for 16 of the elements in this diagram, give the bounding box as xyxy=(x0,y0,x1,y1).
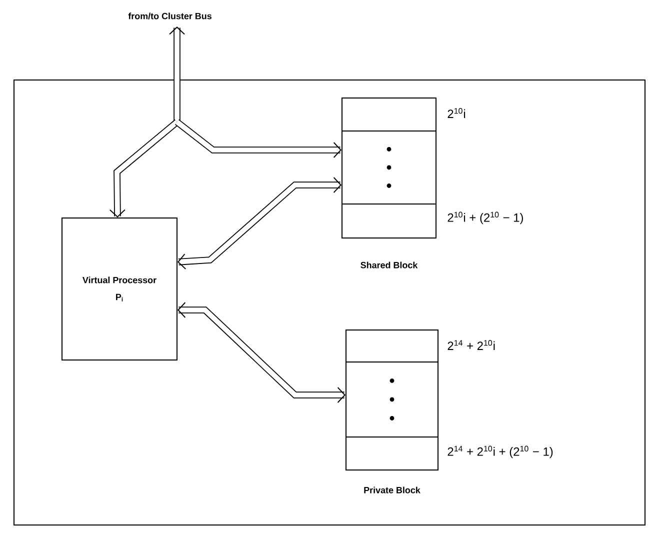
bus-arrow xyxy=(178,177,342,270)
address-label: 2$^{14}$ + 2$^{10}$i + (2$^{10}$ − 1) xyxy=(448,446,553,458)
block-caption: Private Block xyxy=(364,486,420,494)
memory-block xyxy=(346,330,438,470)
bus-arrow xyxy=(109,119,180,218)
bus-arrow xyxy=(169,26,185,122)
block-caption: Shared Block xyxy=(360,262,418,268)
bus-arrow xyxy=(174,119,342,158)
processor-box: Virtual Processor P$_{i}$ xyxy=(62,218,178,360)
address-label: 2$^{14}$ + 2$^{10}$i xyxy=(448,340,495,350)
frame xyxy=(14,80,646,526)
bus-label: from/to Cluster Bus xyxy=(128,12,212,20)
address-label: 2$^{10}$i xyxy=(448,108,466,118)
memory-block xyxy=(342,98,436,238)
bus-arrow xyxy=(178,302,346,403)
address-label: 2$^{10}$i + (2$^{10}$ − 1) xyxy=(448,212,523,224)
